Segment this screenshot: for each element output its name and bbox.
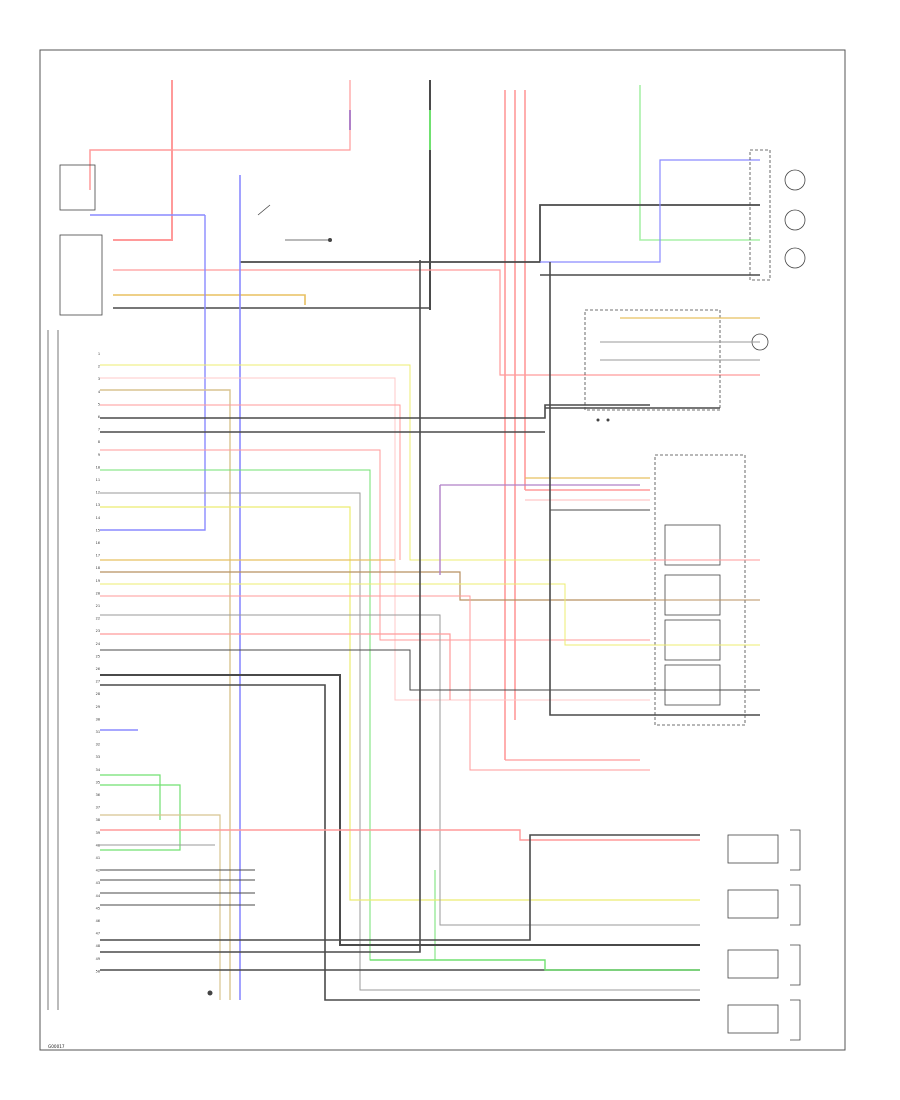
module-pin-number: 20	[96, 591, 100, 595]
right-components	[545, 149, 806, 1041]
module-pin-number: 36	[96, 793, 100, 797]
module-pin-number: 18	[96, 566, 100, 570]
module-pin-number: 9	[98, 453, 100, 457]
control-module: 1234567891011121314151617181920212223242…	[47, 330, 100, 1010]
module-pin-number: 17	[96, 554, 100, 558]
module-pin-list: 1234567891011121314151617181920212223242…	[96, 352, 100, 973]
module-pin-number: 27	[96, 680, 100, 684]
module-pin-number: 35	[96, 780, 100, 784]
module-pin-number: 47	[96, 932, 100, 936]
diagram-frame	[39, 49, 846, 1051]
module-pin-number: 14	[96, 516, 100, 520]
module-pin-number: 2	[98, 365, 100, 369]
module-pin-number: 40	[96, 843, 100, 847]
module-pin-number: 29	[96, 705, 100, 709]
module-pin-number: 25	[96, 654, 100, 658]
module-pin-number: 37	[96, 806, 100, 810]
module-pin-number: 24	[96, 642, 100, 646]
harness-wires	[90, 159, 760, 1001]
module-pin-number: 21	[96, 604, 100, 608]
module-pin-number: 49	[96, 957, 100, 961]
module-pin-number: 33	[96, 755, 100, 759]
ground-point-icon	[207, 990, 213, 996]
module-pin-number: 42	[96, 869, 100, 873]
module-pin-number: 41	[96, 856, 100, 860]
module-pin-number: 23	[96, 629, 100, 633]
module-pin-number: 39	[96, 831, 100, 835]
module-pin-number: 6	[98, 415, 100, 419]
module-pin-number: 28	[96, 692, 100, 696]
module-pin-number: 11	[96, 478, 100, 482]
module-pin-number: 3	[98, 377, 100, 381]
module-pin-number: 38	[96, 818, 100, 822]
module-pin-number: 31	[96, 730, 100, 734]
module-pin-number: 48	[96, 944, 100, 948]
module-pin-number: 26	[96, 667, 100, 671]
module-pin-number: 22	[96, 617, 100, 621]
module-pin-number: 50	[96, 969, 100, 973]
module-pin-number: 16	[96, 541, 100, 545]
module-pin-number: 32	[96, 743, 100, 747]
module-pin-number: 7	[98, 428, 100, 432]
center-connector	[439, 262, 760, 761]
module-pin-number: 19	[96, 579, 100, 583]
module-pin-number: 15	[96, 528, 100, 532]
module-pin-number: 34	[96, 768, 100, 772]
module-pin-number: 46	[96, 919, 100, 923]
switch-symbols	[207, 204, 610, 996]
module-pin-number: 13	[96, 503, 100, 507]
module-pin-number: 43	[96, 881, 100, 885]
module-pin-number: 12	[96, 491, 100, 495]
module-pin-number: 1	[98, 352, 100, 356]
module-pin-number: 45	[96, 906, 100, 910]
module-pin-number: 8	[98, 440, 100, 444]
module-pin-number: 44	[96, 894, 100, 898]
left-switch-block	[59, 164, 103, 316]
module-pin-number: 30	[96, 717, 100, 721]
diagram-code: G00017	[48, 1044, 65, 1049]
module-pin-number: 5	[98, 402, 100, 406]
module-pin-number: 10	[96, 465, 100, 469]
module-pin-number: 4	[98, 390, 100, 394]
